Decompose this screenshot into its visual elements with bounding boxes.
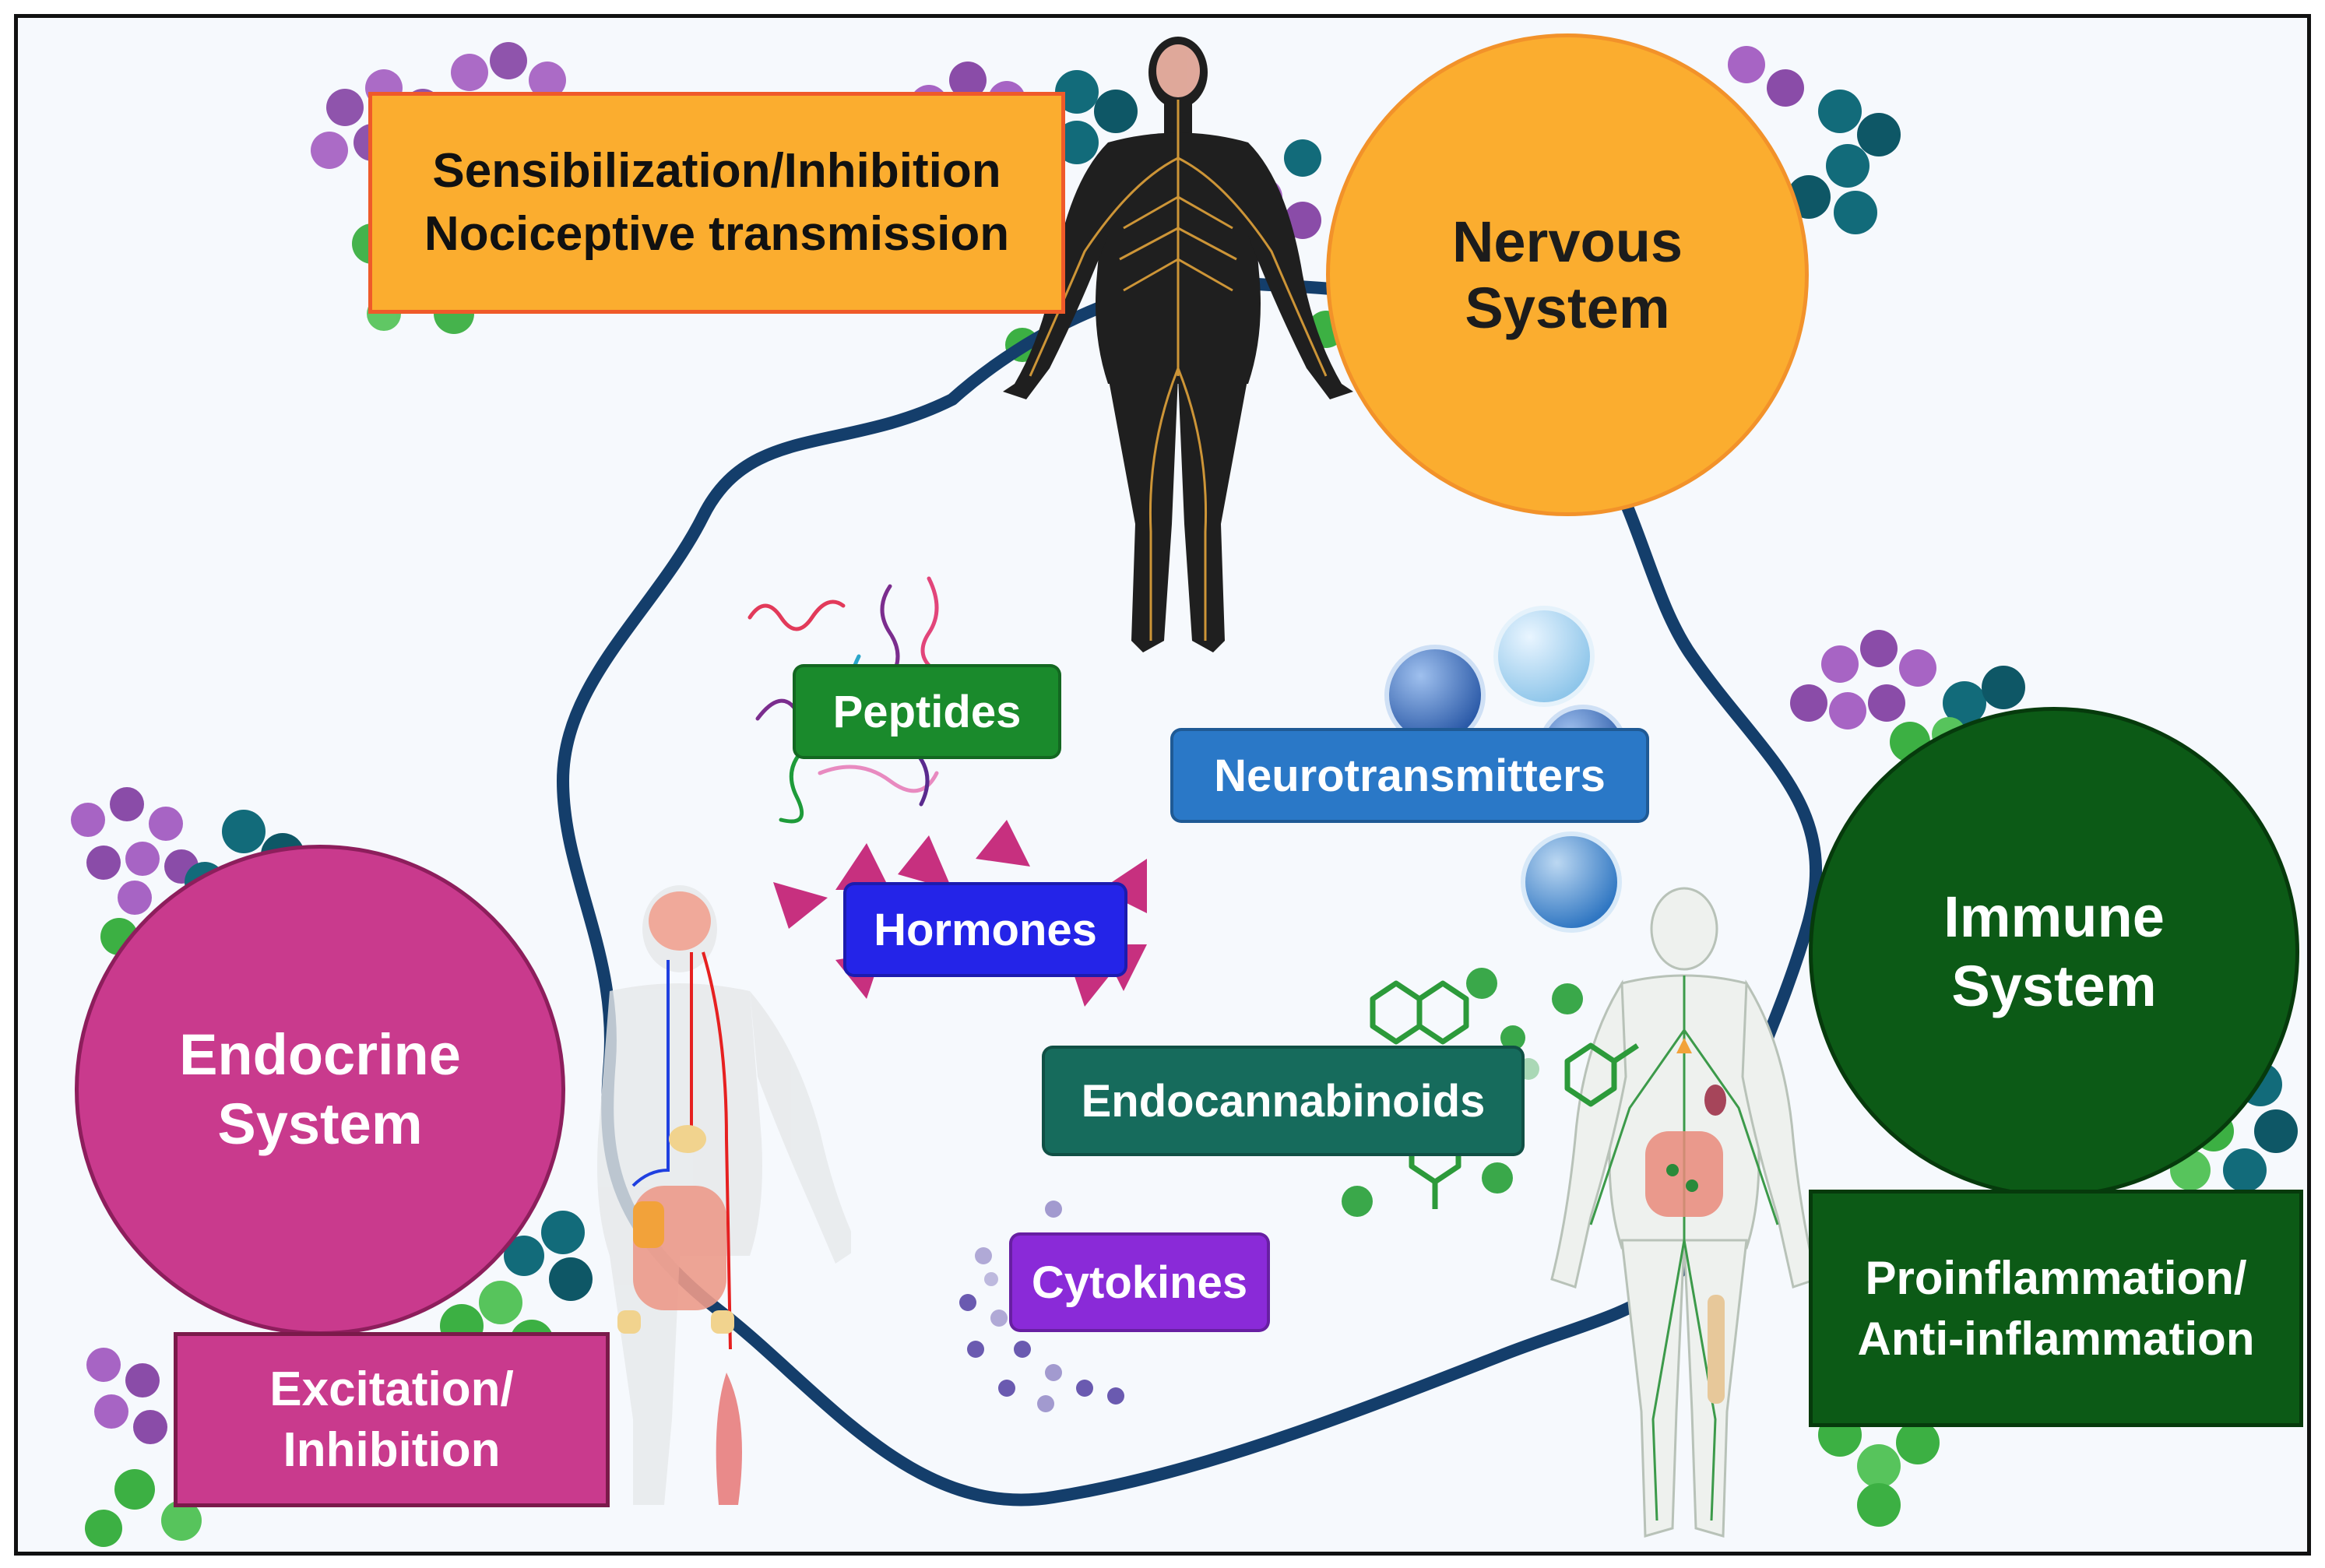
nervous-effect-box: Sensibilization/Inhibition Nociceptive t…: [368, 92, 1065, 314]
immune-effect-box: Proinflammation/ Anti-inflammation: [1809, 1190, 2303, 1427]
nervous-system-label-line1: Nervous: [1451, 209, 1683, 274]
endocrine-system-circle: Endocrine System: [75, 845, 565, 1335]
nervous-system-label-line2: System: [1465, 276, 1670, 340]
peptides-label: Peptides: [793, 664, 1061, 759]
cytokines-label: Cytokines: [1009, 1232, 1270, 1332]
immune-system-circle: Immune System: [1809, 707, 2299, 1197]
endocrine-effect-box: Excitation/ Inhibition: [174, 1332, 610, 1507]
nervous-system-circle: Nervous System: [1326, 33, 1809, 516]
human-endocrine-system-figure: [597, 885, 851, 1505]
neurotransmitters-label: Neurotransmitters: [1170, 728, 1649, 823]
hormones-label: Hormones: [843, 882, 1127, 977]
immune-system-label-line2: System: [1951, 954, 2157, 1018]
endocrine-system-label-line2: System: [217, 1092, 423, 1156]
nervous-effect-line2: Nociceptive transmission: [424, 206, 1010, 261]
immune-system-label-line1: Immune: [1943, 884, 2165, 950]
endocrine-system-label-line1: Endocrine: [179, 1022, 461, 1088]
nervous-effect-line1: Sensibilization/Inhibition: [432, 143, 1001, 198]
endocrine-effect-line2: Inhibition: [283, 1422, 501, 1477]
endocrine-effect-line1: Excitation/: [269, 1362, 514, 1416]
cell-cluster-bottom-left: [85, 1211, 593, 1547]
immune-effect-line1: Proinflammation/: [1865, 1251, 2247, 1304]
endocannabinoids-label: Endocannabinoids: [1042, 1046, 1525, 1156]
brain-shape: [649, 891, 711, 951]
immune-effect-line2: Anti-inflammation: [1857, 1312, 2255, 1365]
cell-cluster-top-right: [1728, 46, 1901, 234]
human-nervous-system-figure: [1003, 37, 1353, 652]
cytokine-particles: [959, 1201, 1124, 1412]
diagram-frame: Nervous System Sensibilization/Inhibitio…: [14, 14, 2311, 1556]
